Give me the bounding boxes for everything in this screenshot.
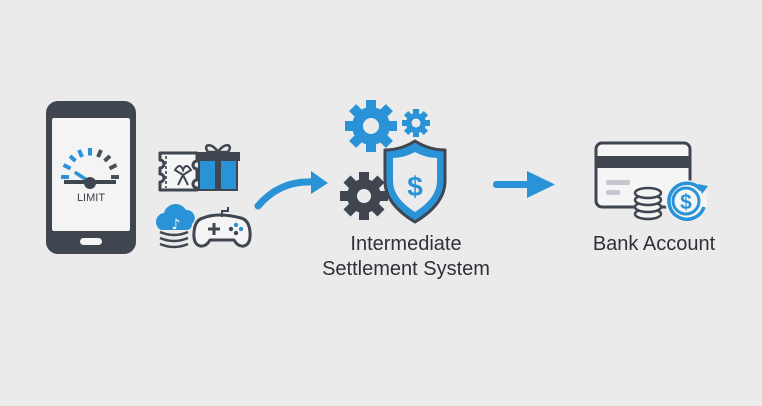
dollar-refresh-icon: $ (665, 180, 708, 222)
gauge-limit-label: LIMIT (77, 192, 105, 204)
svg-text:♪: ♪ (172, 217, 181, 233)
arrow-right-icon (493, 171, 555, 198)
game-controller-icon (192, 207, 252, 248)
bank-account-caption: Bank Account (592, 233, 716, 255)
caption-line-1: Intermediate (350, 233, 462, 255)
caption-line-2: Settlement System (322, 258, 490, 280)
coin-stack-icon (633, 186, 663, 221)
arrow-right-icon (254, 171, 328, 210)
speedometer-gauge-icon: LIMIT (61, 148, 119, 204)
cloud-music-icon: ♪ (156, 204, 195, 249)
settlement-system-caption: Intermediate Settlement System (300, 232, 512, 282)
svg-text:$: $ (407, 171, 423, 202)
shield-dollar-icon: $ (383, 139, 447, 224)
gift-box-icon (196, 144, 240, 191)
svg-text:$: $ (680, 191, 692, 214)
ticket-icon (158, 151, 199, 192)
